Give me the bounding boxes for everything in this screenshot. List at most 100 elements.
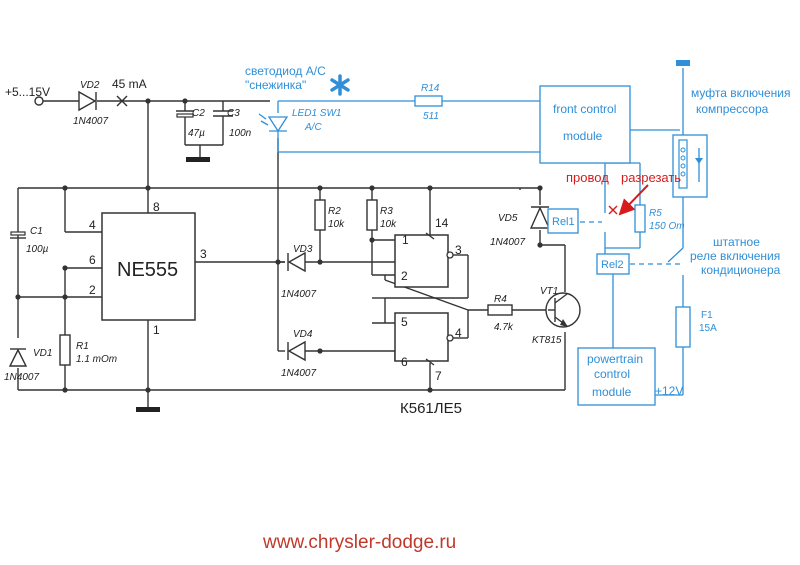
ne555-chip bbox=[101, 212, 196, 321]
snowflake-icon bbox=[330, 74, 350, 96]
r14-value: 511 bbox=[423, 111, 439, 122]
pcm-label-2: control bbox=[594, 367, 630, 381]
vd1-part: 1N4007 bbox=[4, 372, 39, 383]
junction-dots bbox=[15, 98, 543, 393]
ne555-pin2: 2 bbox=[89, 283, 96, 297]
resistor-r14 bbox=[414, 95, 443, 107]
relay-rel1 bbox=[547, 208, 579, 234]
vehicle-wiring bbox=[277, 60, 690, 396]
c3-ref: C3 bbox=[227, 108, 240, 119]
cut-arrow bbox=[618, 184, 649, 216]
r1-ref: R1 bbox=[76, 341, 89, 352]
ic2-pin1: 1 bbox=[402, 233, 409, 247]
vd3-ref: VD3 bbox=[293, 244, 313, 255]
vd4-ref: VD4 bbox=[293, 329, 313, 340]
r2-value: 10k bbox=[328, 219, 345, 230]
r5-ref: R5 bbox=[649, 208, 662, 219]
ic2-pin3: 3 bbox=[455, 243, 462, 257]
vd3-part: 1N4007 bbox=[281, 289, 316, 300]
r4-ref: R4 bbox=[494, 294, 507, 305]
f1-value: 15A bbox=[699, 323, 717, 334]
vd5-part: 1N4007 bbox=[490, 237, 525, 248]
vd1-ref: VD1 bbox=[33, 348, 52, 359]
r4-value: 4.7k bbox=[494, 322, 514, 333]
clutch-label-2: компрессора bbox=[696, 102, 769, 116]
c1-value: 100µ bbox=[26, 244, 49, 255]
diode-vd3 bbox=[287, 251, 306, 273]
r14-ref: R14 bbox=[421, 83, 440, 94]
vd2-ref: VD2 bbox=[80, 80, 100, 91]
ic2-pin5: 5 bbox=[401, 315, 408, 329]
f1-ref: F1 bbox=[701, 310, 713, 321]
r5-value: 150 Om bbox=[649, 221, 685, 232]
vt1-ref: VT1 bbox=[540, 286, 558, 297]
ic2-pin4: 4 bbox=[455, 326, 462, 340]
r2-ref: R2 bbox=[328, 206, 341, 217]
resistor-r4 bbox=[487, 304, 513, 316]
rel1-ref: Rel1 bbox=[552, 216, 575, 228]
vd4-part: 1N4007 bbox=[281, 368, 316, 379]
supply-voltage: +5...15V bbox=[5, 85, 50, 99]
capacitor-c3 bbox=[213, 110, 233, 138]
vd2-part: 1N4007 bbox=[73, 116, 108, 127]
c3-value: 100n bbox=[229, 128, 252, 139]
r3-ref: R3 bbox=[380, 206, 393, 217]
ic2-label: К561ЛЕ5 bbox=[400, 400, 462, 417]
c2-ref: C2 bbox=[192, 108, 205, 119]
c1-ref: C1 bbox=[30, 226, 43, 237]
led-function: A/C bbox=[304, 122, 322, 133]
led-snowflake bbox=[258, 113, 289, 133]
wire-label: провод bbox=[566, 170, 609, 185]
relay-rel2 bbox=[596, 253, 630, 275]
diode-vd2 bbox=[78, 90, 97, 112]
compressor-clutch bbox=[672, 134, 708, 198]
front-control-module bbox=[539, 85, 631, 164]
led-label-1: светодиод A/C bbox=[245, 64, 326, 78]
fcm-label-1: front control bbox=[553, 102, 616, 116]
relay-label-3: кондиционера bbox=[701, 263, 781, 277]
diode-vd1 bbox=[8, 338, 28, 368]
ne555-pin8: 8 bbox=[153, 200, 160, 214]
powertrain-control-module bbox=[577, 347, 656, 406]
ne555-pin6: 6 bbox=[89, 253, 96, 267]
relay-label-2: реле включения bbox=[690, 249, 780, 263]
ne555-pin1: 1 bbox=[153, 323, 160, 337]
fcm-label-2: module bbox=[563, 129, 603, 143]
pcm-label-3: module bbox=[592, 385, 632, 399]
c2-value: 47µ bbox=[188, 128, 205, 139]
ic2-pin2: 2 bbox=[401, 269, 408, 283]
fuse-f1 bbox=[675, 306, 691, 348]
led-ref: LED1 SW1 bbox=[292, 108, 341, 119]
labels: +5...15V 45 mA VD2 1N4007 C2 47µ C3 100n… bbox=[4, 64, 790, 553]
r1-value: 1.1 mOm bbox=[76, 354, 117, 365]
resistor-r2 bbox=[314, 199, 326, 231]
resistor-r1 bbox=[59, 334, 71, 366]
supply-current: 45 mA bbox=[112, 77, 147, 91]
capacitor-c1 bbox=[10, 231, 26, 239]
ic2-pin14: 14 bbox=[435, 216, 449, 230]
ic2-pin6: 6 bbox=[401, 355, 408, 369]
resistor-r3 bbox=[366, 199, 378, 231]
ic2-pin7: 7 bbox=[435, 369, 442, 383]
nor-gate-top bbox=[394, 234, 449, 288]
ne555-label: NE555 bbox=[117, 259, 178, 281]
vt1-part: KT815 bbox=[532, 335, 562, 346]
rel2-ref: Rel2 bbox=[601, 259, 624, 271]
ne555-pin4: 4 bbox=[89, 218, 96, 232]
footer-url: www.chrysler-dodge.ru bbox=[262, 532, 456, 553]
resistor-r5 bbox=[634, 204, 646, 233]
clutch-label-1: муфта включения bbox=[691, 86, 790, 100]
r3-value: 10k bbox=[380, 219, 397, 230]
cut-label: разрезать bbox=[621, 170, 681, 185]
capacitor-c2 bbox=[176, 110, 194, 138]
relay-label-1: штатное bbox=[713, 235, 760, 249]
ne555-pin3: 3 bbox=[200, 247, 207, 261]
plus12-label: +12V bbox=[655, 384, 683, 398]
vd5-ref: VD5 bbox=[498, 213, 518, 224]
pcm-label-1: powertrain bbox=[587, 352, 643, 366]
diode-vd5 bbox=[529, 206, 551, 229]
diode-vd4 bbox=[287, 340, 306, 362]
led-label-2: "снежинка" bbox=[245, 78, 306, 92]
